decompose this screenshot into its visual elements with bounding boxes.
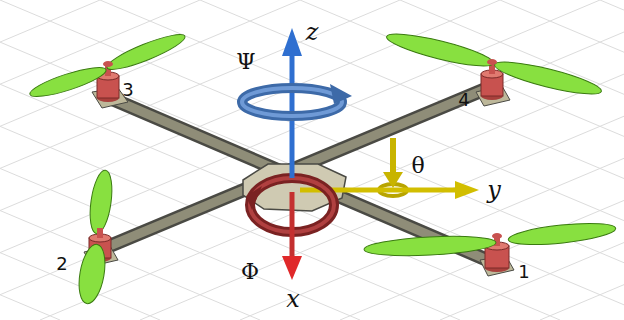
mounts [84,86,514,276]
z-axis [282,28,302,178]
motor-4 [384,28,603,100]
motor-2 [75,169,115,306]
motor-1 [364,219,617,272]
pitch-arrow [379,138,407,196]
motor-number: 2 [56,255,67,273]
axis-label: y [487,178,501,202]
rotation-label: θ [411,155,424,177]
yaw-ring [242,84,352,116]
axis-label: z [306,20,319,44]
frame-arms [100,88,492,262]
motor-number: 3 [122,81,133,99]
motor-number: 1 [518,263,529,281]
rotation-label: Φ [241,261,259,283]
axis-label: x [286,287,300,311]
motor-3 [27,29,187,102]
x-axis [282,192,302,280]
rotation-label: Ψ [236,51,255,73]
motor-number: 4 [458,91,469,109]
